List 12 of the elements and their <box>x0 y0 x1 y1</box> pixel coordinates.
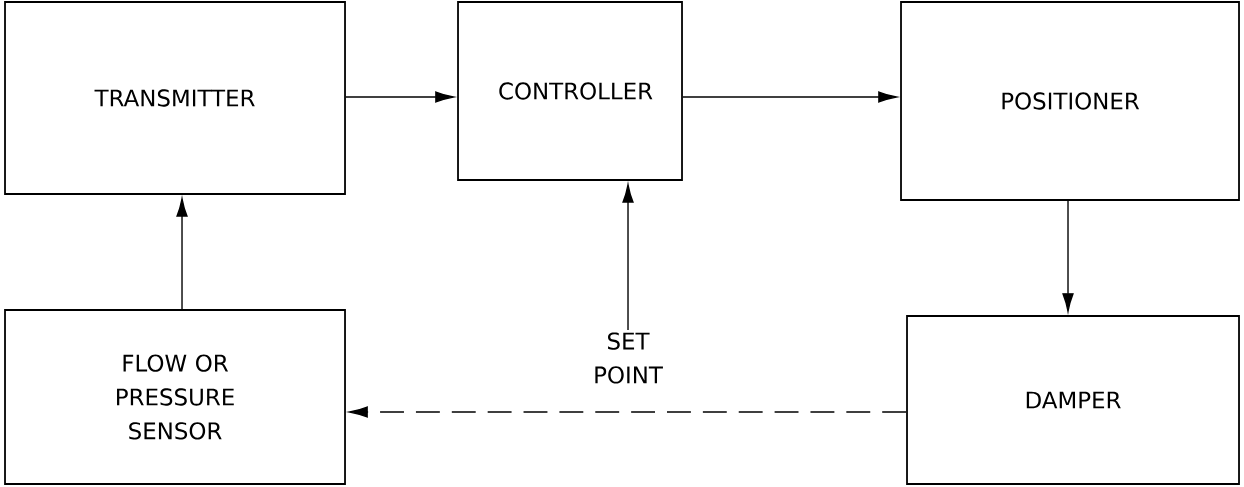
arrow <box>176 198 188 310</box>
arrow <box>622 184 634 331</box>
process-box: CONTROLLER <box>457 1 683 181</box>
process-box: FLOW OR PRESSURE SENSOR <box>4 309 346 485</box>
arrow <box>345 91 454 103</box>
set-point-text: SET POINT <box>595 332 663 384</box>
arrow <box>682 91 897 103</box>
arrow <box>1062 200 1074 312</box>
arrow <box>349 406 907 418</box>
process-box: TRANSMITTER <box>4 1 346 195</box>
process-box: POSITIONER <box>900 1 1240 201</box>
process-box: DAMPER <box>906 315 1240 485</box>
